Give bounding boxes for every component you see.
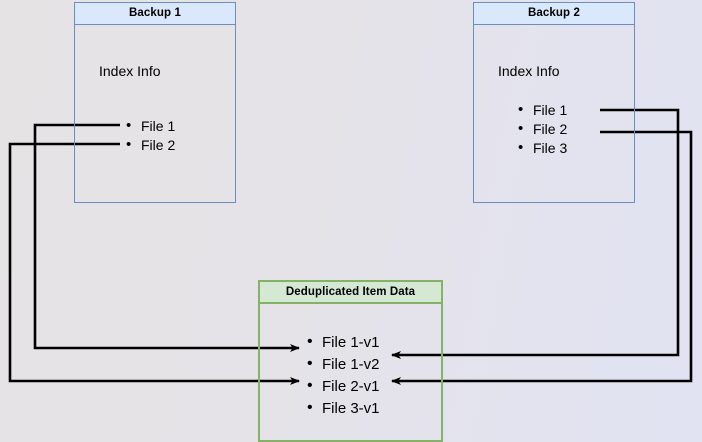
list-item: File 2-v1	[307, 375, 380, 398]
list-item: File 1	[518, 100, 567, 120]
node-backup-1-title: Backup 1	[75, 3, 235, 25]
list-item: File 3-v1	[307, 397, 380, 420]
node-backup-2-body: Index Info File 1 File 2 File 3	[474, 25, 634, 202]
list-item: File 2	[518, 119, 567, 139]
list-item: File 2	[126, 135, 175, 155]
backup-2-index-info-label: Index Info	[498, 63, 560, 79]
node-backup-1-body: Index Info File 1 File 2	[75, 25, 235, 202]
node-backup-2[interactable]: Backup 2 Index Info File 1 File 2 File 3	[473, 2, 635, 203]
node-deduplicated-item-data-body: File 1-v1 File 1-v2 File 2-v1 File 3-v1	[260, 304, 441, 440]
list-item: File 1	[126, 116, 175, 136]
list-item: File 3	[518, 138, 567, 158]
backup-2-file-list: File 1 File 2 File 3	[518, 100, 567, 158]
list-item: File 1-v2	[307, 353, 380, 376]
node-deduplicated-item-data[interactable]: Deduplicated Item Data File 1-v1 File 1-…	[258, 280, 443, 442]
node-backup-2-title: Backup 2	[474, 3, 634, 25]
node-deduplicated-item-data-title: Deduplicated Item Data	[260, 282, 441, 304]
backup-1-file-list: File 1 File 2	[126, 116, 175, 155]
backup-1-index-info-label: Index Info	[99, 63, 161, 79]
dedup-item-list: File 1-v1 File 1-v2 File 2-v1 File 3-v1	[307, 331, 380, 420]
list-item: File 1-v1	[307, 331, 380, 354]
node-backup-1[interactable]: Backup 1 Index Info File 1 File 2	[74, 2, 236, 203]
